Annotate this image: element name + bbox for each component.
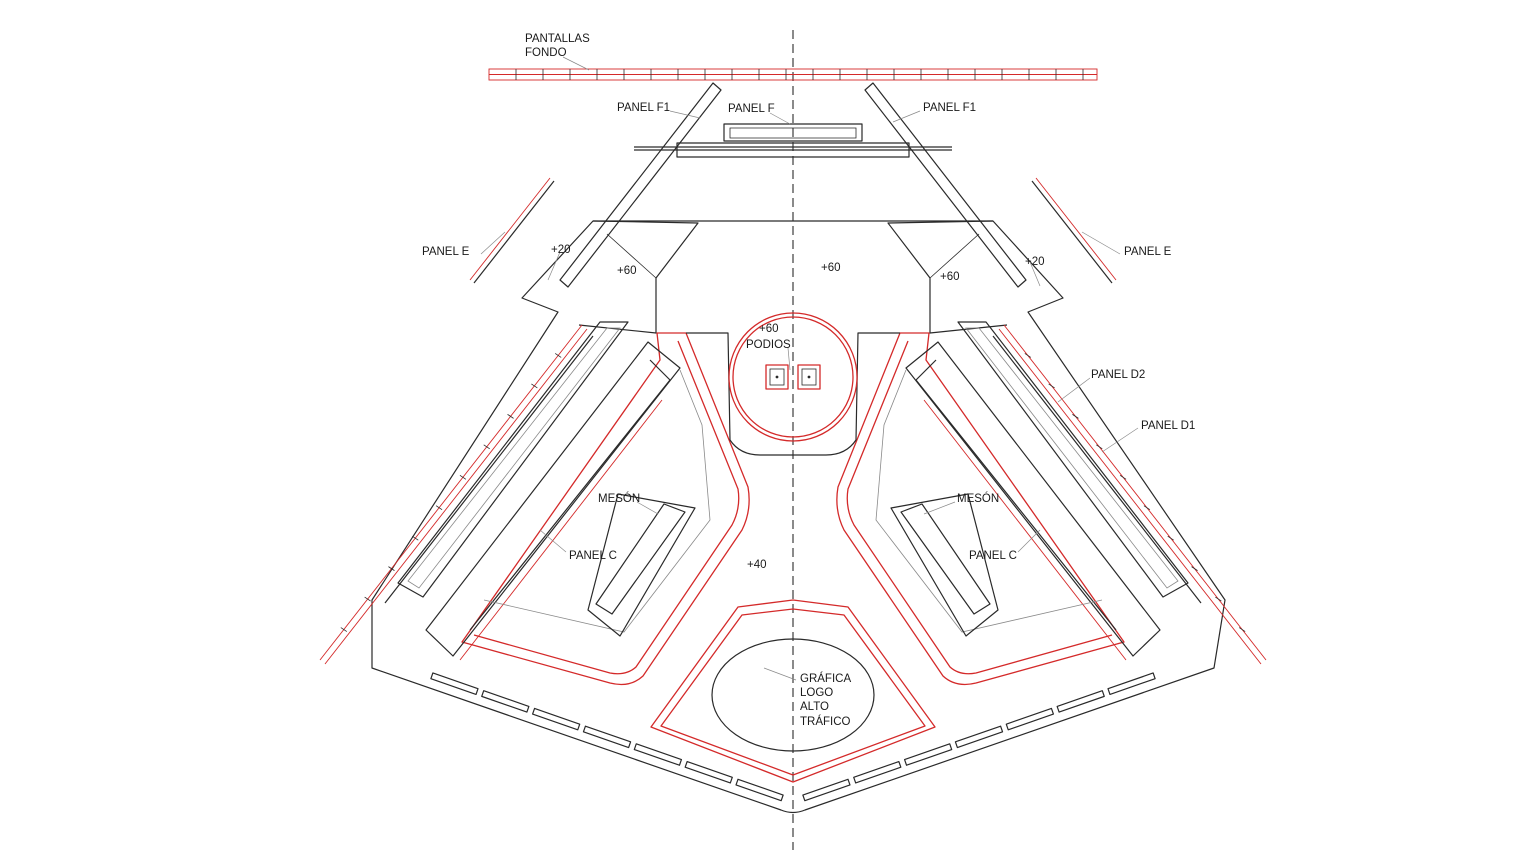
red-border-right bbox=[836, 332, 1125, 686]
counter-segment bbox=[903, 743, 953, 766]
counter-segment bbox=[1005, 707, 1055, 731]
label-level-plus20-left: +20 bbox=[551, 244, 571, 256]
counter-segment bbox=[954, 725, 1004, 749]
podium-boxes bbox=[765, 364, 821, 390]
panel-tick bbox=[1048, 383, 1055, 389]
panel-tick bbox=[507, 414, 514, 419]
label-pantallas-fondo-2: FONDO bbox=[525, 47, 567, 59]
label-podios: PODIOS bbox=[746, 339, 791, 351]
label-panel-c-left: PANEL C bbox=[569, 550, 617, 562]
panel-f1-left bbox=[559, 82, 722, 288]
label-pantallas-fondo-1: PANTALLAS bbox=[525, 33, 590, 45]
counter-segment bbox=[1107, 672, 1156, 695]
panel-tick bbox=[1167, 535, 1174, 541]
counter-segment bbox=[684, 760, 733, 784]
leader-lines bbox=[480, 56, 1139, 681]
graphic-logo-ellipse bbox=[711, 638, 875, 752]
panel-tick bbox=[1119, 474, 1127, 480]
counter-segment bbox=[633, 743, 683, 766]
panel-tick bbox=[1191, 566, 1198, 571]
panel-d-right bbox=[875, 321, 1267, 665]
counter-segment bbox=[802, 778, 851, 802]
panel-tick bbox=[412, 535, 419, 541]
label-panel-c-right: PANEL C bbox=[969, 550, 1017, 562]
panel-tick bbox=[364, 596, 371, 602]
counter-segment bbox=[481, 690, 530, 713]
panel-tick bbox=[388, 566, 395, 571]
panel-d-left bbox=[319, 321, 711, 665]
counter-segment bbox=[1056, 690, 1105, 713]
label-level-plus60-center: +60 bbox=[821, 262, 841, 274]
red-border-left-inner bbox=[473, 340, 740, 675]
label-level-plus60-left: +60 bbox=[617, 265, 637, 277]
label-alto: ALTO bbox=[800, 701, 829, 713]
panel-tick bbox=[554, 353, 562, 358]
panel-tick bbox=[1096, 444, 1103, 450]
label-panel-f1-left: PANEL F1 bbox=[617, 102, 670, 114]
label-panel-f1-right: PANEL F1 bbox=[923, 102, 976, 114]
label-panel-d1: PANEL D1 bbox=[1141, 420, 1195, 432]
counter-segment bbox=[531, 707, 581, 731]
panel-tick bbox=[483, 444, 490, 450]
panel-e-right bbox=[1031, 177, 1117, 284]
panel-tick bbox=[1024, 353, 1032, 358]
panel-tick bbox=[1238, 627, 1246, 632]
red-front-trapezoid bbox=[650, 599, 936, 783]
podium-circle bbox=[728, 312, 858, 442]
red-border-left bbox=[461, 332, 750, 686]
label-grafica: GRÁFICA bbox=[800, 672, 851, 685]
upper-zone-left bbox=[578, 220, 699, 334]
panel-tick bbox=[459, 474, 467, 480]
label-level-plus60-podios: +60 bbox=[759, 323, 779, 335]
panel-f1-right bbox=[864, 82, 1027, 288]
platform-outline bbox=[371, 220, 1226, 814]
counter-segment bbox=[735, 778, 784, 802]
label-panel-d2: PANEL D2 bbox=[1091, 369, 1145, 381]
panel-tick bbox=[1143, 505, 1151, 511]
red-border-right-inner bbox=[846, 340, 1113, 675]
label-panel-f: PANEL F bbox=[728, 103, 775, 115]
counter-segment bbox=[853, 760, 902, 784]
panel-f bbox=[634, 123, 952, 158]
panel-tick bbox=[340, 627, 348, 632]
panel-e-left bbox=[469, 177, 555, 284]
label-panel-e-right: PANEL E bbox=[1124, 246, 1172, 258]
label-level-plus20-right: +20 bbox=[1025, 256, 1045, 268]
counter-segment bbox=[430, 672, 479, 695]
label-level-plus40: +40 bbox=[747, 559, 767, 571]
panel-tick bbox=[1215, 596, 1222, 602]
panel-tick bbox=[1072, 414, 1079, 419]
label-panel-e-left: PANEL E bbox=[422, 246, 470, 258]
label-logo: LOGO bbox=[800, 687, 833, 699]
label-meson-left: MESÓN bbox=[598, 492, 640, 505]
counter-segment bbox=[582, 725, 632, 749]
podium-area bbox=[686, 332, 900, 456]
panel-tick bbox=[435, 505, 443, 511]
back-screens bbox=[488, 68, 1098, 81]
label-level-plus60-right: +60 bbox=[940, 271, 960, 283]
label-trafico: TRÁFICO bbox=[800, 715, 851, 728]
label-meson-right: MESÓN bbox=[957, 492, 999, 505]
panel-tick bbox=[531, 383, 538, 389]
front-counter-segments bbox=[430, 672, 1156, 802]
